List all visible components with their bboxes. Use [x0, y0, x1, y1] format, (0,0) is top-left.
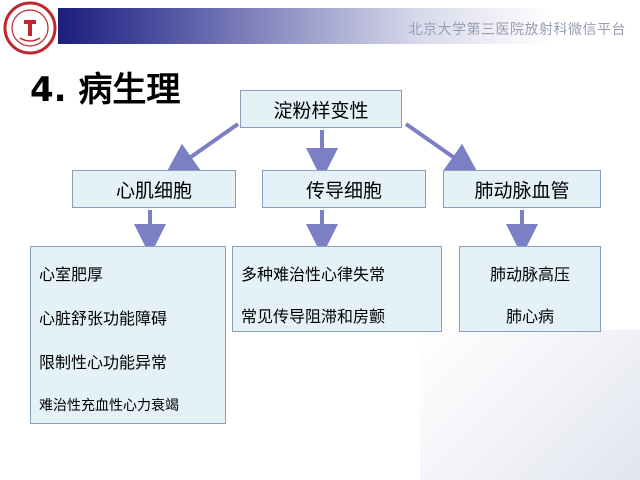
- branch-node-myocardial-cells: 心肌细胞: [72, 170, 236, 208]
- detail-box-myocardial: 心室肥厚 心脏舒张功能障碍 限制性心功能异常 难治性充血性心力衰竭: [30, 246, 226, 424]
- detail-item: 限制性心功能异常: [39, 349, 167, 373]
- detail-item: 心脏舒张功能障碍: [39, 305, 167, 329]
- detail-item: 肺动脉高压: [460, 261, 600, 285]
- detail-item: 难治性充血性心力衰竭: [39, 395, 179, 415]
- branch-node-pulmonary-vessels: 肺动脉血管: [443, 170, 601, 208]
- detail-item: 肺心病: [460, 303, 600, 327]
- branch-node-conduction-cells: 传导细胞: [262, 170, 426, 208]
- detail-box-pulmonary: 肺动脉高压 肺心病: [459, 246, 601, 332]
- arrow-root-to-branch-3: [406, 124, 466, 166]
- detail-item: 常见传导阻滞和房颤: [241, 303, 385, 327]
- detail-item: 多种难治性心律失常: [241, 261, 385, 285]
- root-node: 淀粉样变性: [240, 90, 402, 128]
- detail-item: 心室肥厚: [39, 261, 103, 285]
- detail-box-conduction: 多种难治性心律失常 常见传导阻滞和房颤: [232, 246, 442, 332]
- arrow-root-to-branch-1: [178, 124, 238, 166]
